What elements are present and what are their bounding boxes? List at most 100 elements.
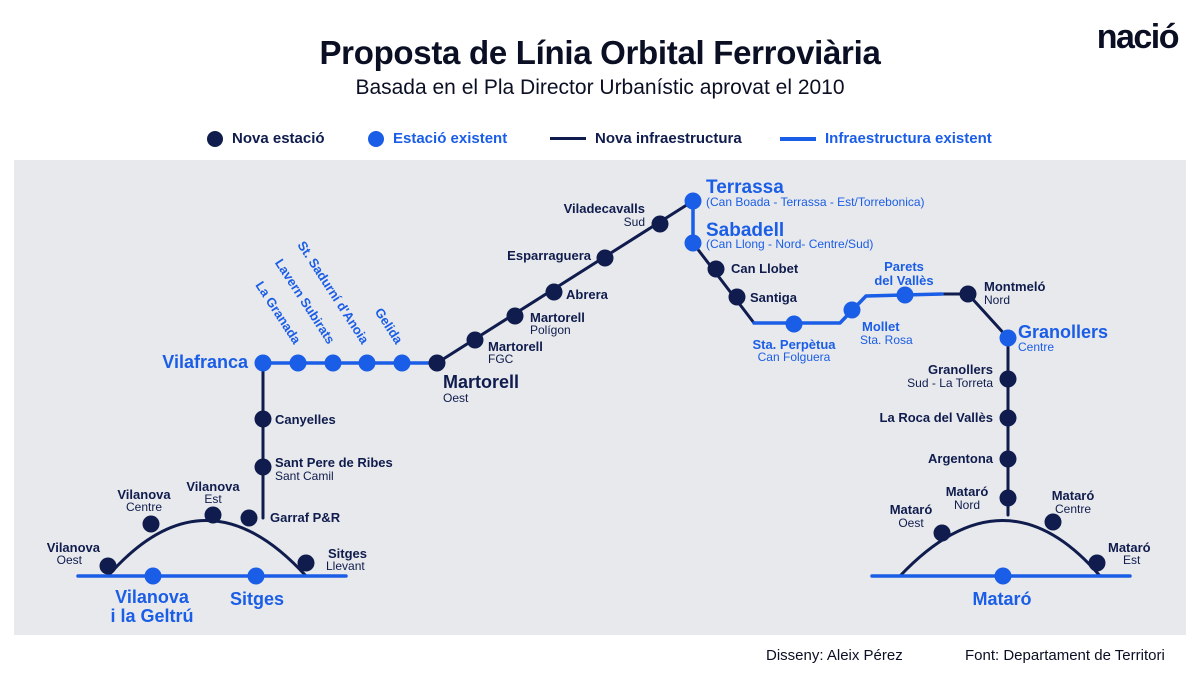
legend-existing-infrastructure-label: Infraestructura existent bbox=[825, 130, 992, 147]
station-dot-lavern bbox=[324, 354, 342, 372]
station-dot-martorell-oest bbox=[428, 354, 446, 372]
station-dot-gelida bbox=[393, 354, 411, 372]
existing-station-dot-icon bbox=[368, 130, 384, 147]
label-martorell-oest: Martorell bbox=[443, 372, 519, 392]
label-sta-perpetua: Sta. Perpètua bbox=[752, 337, 836, 352]
new-station-dot-icon bbox=[207, 130, 223, 147]
station-dot-esparraguera bbox=[596, 249, 614, 267]
label-mataro-oest: Mataró bbox=[890, 502, 933, 517]
label-granollers-sud-sub: Sud - La Torreta bbox=[907, 376, 993, 390]
station-dot-granollers-centre bbox=[999, 329, 1017, 347]
legend-existing-infrastructure: Infraestructura existent bbox=[780, 130, 992, 147]
station-dot-montmelo bbox=[959, 285, 977, 303]
line-montmelo-granollers bbox=[940, 292, 1010, 517]
label-canyelles: Canyelles bbox=[275, 412, 336, 427]
legend-new-infrastructure: Nova infraestructura bbox=[550, 130, 742, 147]
label-martorell-fgc: Martorell bbox=[488, 339, 543, 354]
station-dot-sant-sadurni bbox=[358, 354, 376, 372]
station-dot-mataro-est bbox=[1088, 554, 1106, 572]
station-dot-la-granada bbox=[289, 354, 307, 372]
label-terrassa-sub: (Can Boada - Terrassa - Est/Torrebonica) bbox=[706, 195, 925, 209]
station-dot-can-llobet bbox=[707, 260, 725, 278]
label-montmelo: Montmeló bbox=[984, 279, 1045, 294]
label-mataro-centre-sub: Centre bbox=[1055, 502, 1091, 516]
source-credit: Font: Departament de Territori bbox=[965, 647, 1165, 664]
label-sta-perpetua-sub: Can Folguera bbox=[758, 350, 831, 364]
label-sant-pere-sub: Sant Camil bbox=[275, 469, 334, 483]
station-dot-vilanova-centre bbox=[142, 515, 160, 533]
label-sabadell-sub: (Can Llong - Nord- Centre/Sud) bbox=[706, 237, 873, 251]
label-mataro: Mataró bbox=[972, 589, 1031, 609]
station-dot-mollet bbox=[843, 301, 861, 319]
station-dot-vilanova-oest bbox=[99, 557, 117, 575]
label-vilafranca: Vilafranca bbox=[162, 352, 249, 372]
station-dot-santiga bbox=[728, 288, 746, 306]
label-mataro-est-sub: Est bbox=[1123, 553, 1141, 567]
station-dot-mataro-nord bbox=[999, 489, 1017, 507]
station-dot-sabadell bbox=[684, 234, 702, 252]
legend: Nova estació Estació existent Nova infra… bbox=[0, 130, 1200, 154]
label-viladecavalls: Viladecavalls bbox=[564, 201, 645, 216]
station-dot-vilanova-geltru bbox=[144, 567, 162, 585]
label-garraf: Garraf P&R bbox=[270, 510, 341, 525]
station-dot-garraf bbox=[240, 509, 258, 527]
label-parets-2: del Vallès bbox=[874, 273, 933, 288]
station-dot-canyelles bbox=[254, 410, 272, 428]
existing-line-icon bbox=[780, 136, 816, 141]
label-granollers-centre: Granollers bbox=[1018, 322, 1108, 342]
station-dot-vilanova-est bbox=[204, 506, 222, 524]
label-mataro-nord: Mataró bbox=[946, 484, 989, 499]
label-martorell-poligon-sub: Polígon bbox=[530, 323, 571, 337]
page-title: Proposta de Línia Orbital Ferroviària bbox=[319, 34, 881, 71]
label-can-llobet: Can Llobet bbox=[731, 261, 799, 276]
label-la-roca: La Roca del Vallès bbox=[880, 410, 993, 425]
label-viladecavalls-sub: Sud bbox=[624, 215, 645, 229]
label-vilanova-oest: Vilanova bbox=[47, 540, 101, 555]
station-dot-granollers-sud bbox=[999, 370, 1017, 388]
station-dot-sitges bbox=[247, 567, 265, 585]
label-sabadell: Sabadell bbox=[706, 220, 784, 241]
station-dot-la-roca bbox=[999, 409, 1017, 427]
label-granollers-centre-sub: Centre bbox=[1018, 340, 1054, 354]
station-dot-abrera bbox=[545, 283, 563, 301]
label-vilanova-est-sub: Est bbox=[204, 492, 222, 506]
page-subtitle: Basada en el Pla Director Urbanístic apr… bbox=[355, 76, 845, 99]
station-dot-mataro bbox=[994, 567, 1012, 585]
label-martorell-fgc-sub: FGC bbox=[488, 352, 514, 366]
label-mollet: Mollet bbox=[862, 319, 900, 334]
label-vilanova-centre: Vilanova bbox=[117, 487, 171, 502]
label-martorell-poligon: Martorell bbox=[530, 310, 585, 325]
label-sant-pere: Sant Pere de Ribes bbox=[275, 455, 393, 470]
label-santiga: Santiga bbox=[750, 290, 798, 305]
label-vilanova-geltru-2: i la Geltrú bbox=[110, 606, 193, 626]
station-dot-mataro-centre bbox=[1044, 513, 1062, 531]
legend-new-station: Nova estació bbox=[207, 130, 325, 147]
label-vilanova-oest-sub: Oest bbox=[57, 553, 83, 567]
label-martorell-oest-sub: Oest bbox=[443, 391, 469, 405]
map-area bbox=[14, 160, 1186, 635]
station-dot-mataro-oest bbox=[933, 524, 951, 542]
label-mataro-est: Mataró bbox=[1108, 540, 1151, 555]
line-vilanova-arc bbox=[106, 519, 308, 578]
legend-existing-station-label: Estació existent bbox=[393, 130, 508, 147]
station-labels: Terrassa (Can Boada - Terrassa - Est/Tor… bbox=[47, 177, 1151, 626]
station-dot-sant-pere bbox=[254, 458, 272, 476]
label-parets: Parets bbox=[884, 259, 924, 274]
station-dot-sta-perpetua bbox=[785, 315, 803, 333]
legend-existing-station: Estació existent bbox=[368, 130, 507, 147]
legend-new-infrastructure-label: Nova infraestructura bbox=[595, 130, 742, 147]
label-mataro-nord-sub: Nord bbox=[954, 498, 980, 512]
label-granollers-sud: Granollers bbox=[928, 362, 993, 377]
label-mataro-oest-sub: Oest bbox=[898, 516, 924, 530]
label-mollet-sub: Sta. Rosa bbox=[860, 333, 913, 347]
station-dot-argentona bbox=[999, 450, 1017, 468]
station-dots bbox=[99, 192, 1106, 585]
station-dot-martorell-poligon bbox=[506, 307, 524, 325]
label-sitges-llevant: Sitges bbox=[328, 546, 367, 561]
label-gelida: Gelida bbox=[372, 305, 407, 347]
label-argentona: Argentona bbox=[928, 451, 994, 466]
label-vilanova-est: Vilanova bbox=[186, 479, 240, 494]
label-sitges-llevant-sub: Llevant bbox=[326, 559, 365, 573]
new-line-icon bbox=[550, 137, 586, 140]
